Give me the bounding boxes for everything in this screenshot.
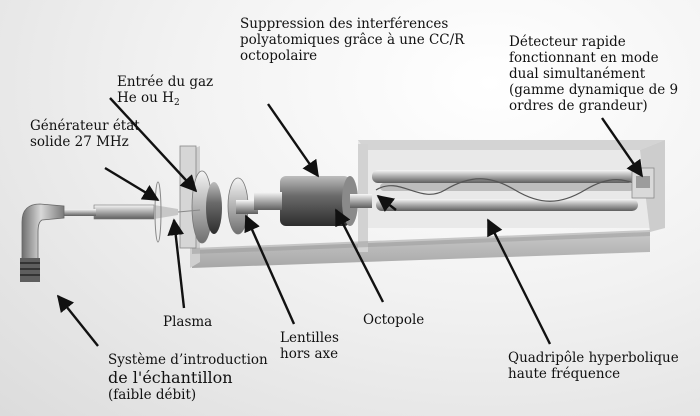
arrow-quadrupole <box>486 218 552 345</box>
arrow-quadrupole-exit <box>376 194 397 212</box>
label-detector: Détecteur rapide fonctionnant en mode du… <box>509 34 679 114</box>
quadrupole-rods <box>372 170 646 211</box>
arrow-gas-inlet <box>109 97 198 193</box>
arrow-generator <box>104 166 160 202</box>
arrow-suppression <box>267 103 319 178</box>
arrow-intro-system <box>56 294 99 347</box>
arrow-plasma <box>167 218 186 309</box>
label-generator: Générateur état solide 27 MHz <box>30 118 140 150</box>
label-intro-system: Système d’introduction de l'échantillon … <box>108 352 268 403</box>
arrow-detector <box>601 117 643 178</box>
label-plasma: Plasma <box>163 314 213 330</box>
arrow-octopole <box>334 208 385 303</box>
octopole-cell <box>254 176 372 226</box>
sample-tube <box>20 203 65 282</box>
plasma-torch <box>60 181 201 243</box>
label-gas-inlet: Entrée du gaz He ou H2 <box>117 74 214 108</box>
arrow-lenses <box>244 214 296 325</box>
label-quadrupole: Quadripôle hyperbolique haute fréquence <box>508 350 679 382</box>
label-suppression: Suppression des interférences polyatomiq… <box>240 16 465 64</box>
interface-cones <box>179 145 258 249</box>
annotation-arrows <box>56 97 643 347</box>
label-octopole: Octopole <box>363 312 425 328</box>
label-lenses: Lentilles hors axe <box>280 330 339 362</box>
detector <box>631 167 655 199</box>
